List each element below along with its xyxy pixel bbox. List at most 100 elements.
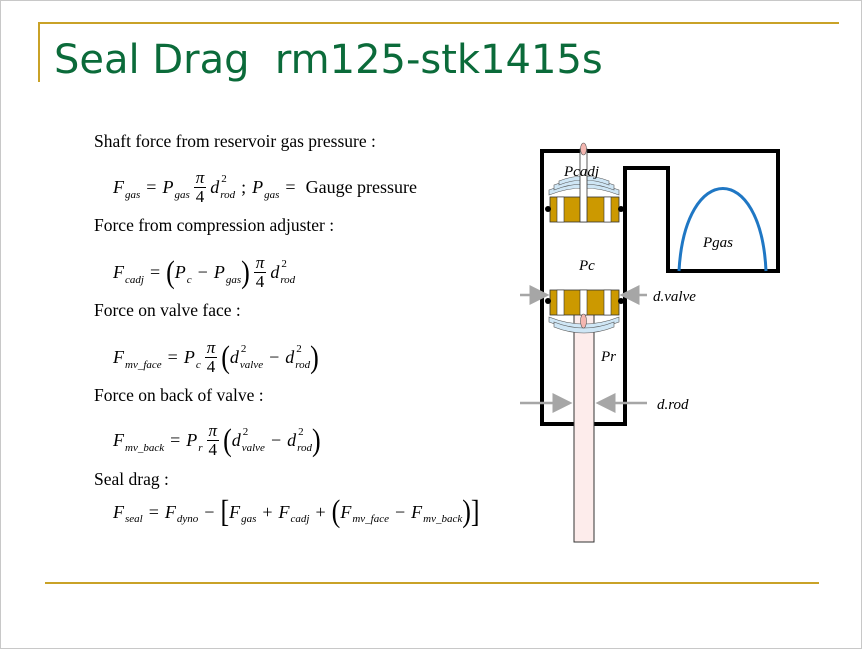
- math-bracket: ): [310, 339, 319, 375]
- variable-subscript: gas: [264, 188, 280, 201]
- variable-subscript: valve: [241, 441, 265, 454]
- variable-subscript: mv_back: [125, 441, 165, 454]
- math-operator: −: [204, 501, 215, 522]
- label-d-rod: d.rod: [657, 397, 689, 413]
- math-operator: =: [149, 262, 161, 282]
- variable-exponent: 2: [298, 426, 304, 438]
- math-operator: =: [148, 501, 159, 522]
- fraction-numerator: π: [206, 421, 220, 441]
- variable-subscript: rod: [295, 358, 311, 371]
- bottom-accent-line: [45, 582, 819, 584]
- variable-subscript: rod: [280, 273, 296, 286]
- variable-symbol: P: [252, 177, 264, 197]
- variable-symbol: F: [113, 347, 124, 367]
- variable-subscript: rod: [220, 188, 236, 201]
- math-bracket: ): [311, 422, 321, 458]
- variable-subscript: gas: [225, 273, 242, 286]
- damper-body: [540, 149, 780, 426]
- lower-shim-stack: [548, 316, 620, 334]
- variable-subscript: valve: [239, 358, 264, 371]
- text-line-gas: Shaft force from reservoir gas pressure …: [94, 131, 376, 151]
- math-bracket: (: [221, 339, 230, 375]
- math-operator: +: [262, 501, 273, 522]
- variable-symbol: P: [213, 262, 225, 282]
- variable-subscript: cadj: [290, 513, 310, 525]
- variable-symbol: d: [231, 430, 241, 450]
- variable-subscript: gas: [174, 188, 190, 201]
- fraction-numerator: π: [193, 168, 207, 188]
- math-bracket: ]: [470, 494, 480, 529]
- variable-subscript: gas: [125, 188, 141, 201]
- math-operator: =: [167, 347, 178, 367]
- math-bracket: (: [331, 494, 341, 529]
- label-pc: Pc: [578, 258, 595, 274]
- variable-symbol: d: [287, 430, 297, 450]
- variable-symbol: F: [113, 501, 124, 522]
- math-bracket: ): [462, 494, 471, 529]
- variable-symbol: F: [113, 262, 124, 282]
- variable-symbol: P: [174, 262, 186, 282]
- variable-subscript: mv_back: [423, 513, 463, 525]
- label-pr: Pr: [600, 349, 616, 365]
- variable-symbol: d: [210, 177, 220, 197]
- variable-exponent: 2: [242, 426, 249, 438]
- variable-symbol: P: [186, 430, 198, 450]
- math-operator: +: [315, 501, 326, 522]
- text-line-valve-face: Force on valve face :: [94, 300, 241, 320]
- variable-subscript: seal: [125, 513, 143, 525]
- adjuster-needle: [579, 148, 588, 223]
- variable-symbol: d: [229, 347, 239, 367]
- variable-subscript: c: [195, 358, 201, 371]
- fraction-numerator: π: [204, 338, 218, 358]
- math-operator: =: [285, 177, 296, 197]
- variable-symbol: F: [113, 430, 124, 450]
- slide-title: Seal Drag rm125-stk1415s: [54, 37, 603, 83]
- top-accent-line: [38, 22, 839, 24]
- math-operator: −: [270, 430, 282, 450]
- math-bracket: (: [223, 422, 232, 458]
- label-pcadj: Pcadj: [563, 164, 599, 180]
- variable-symbol: F: [229, 501, 241, 522]
- variable-subscript: rod: [297, 441, 312, 454]
- main-valve-piston: [545, 289, 624, 316]
- adjuster-tip: [580, 142, 587, 156]
- math-operator: −: [269, 347, 280, 367]
- math-text: Gauge pressure: [305, 177, 418, 197]
- math-operator: ;: [241, 177, 247, 197]
- variable-subscript: dyno: [176, 513, 199, 525]
- variable-subscript: mv_face: [125, 358, 162, 371]
- variable-subscript: gas: [241, 513, 257, 525]
- text-line-cadj: Force from compression adjuster :: [94, 215, 335, 235]
- fraction-denominator: 4: [208, 440, 218, 459]
- label-d-valve: d.valve: [653, 289, 696, 305]
- piston-rod: [573, 313, 595, 543]
- fraction-denominator: 4: [255, 272, 265, 291]
- rod-tip: [580, 313, 587, 329]
- variable-subscript: mv_face: [352, 513, 389, 525]
- math-operator: =: [170, 430, 181, 450]
- variable-symbol: P: [162, 177, 174, 197]
- variable-symbol: F: [340, 501, 352, 522]
